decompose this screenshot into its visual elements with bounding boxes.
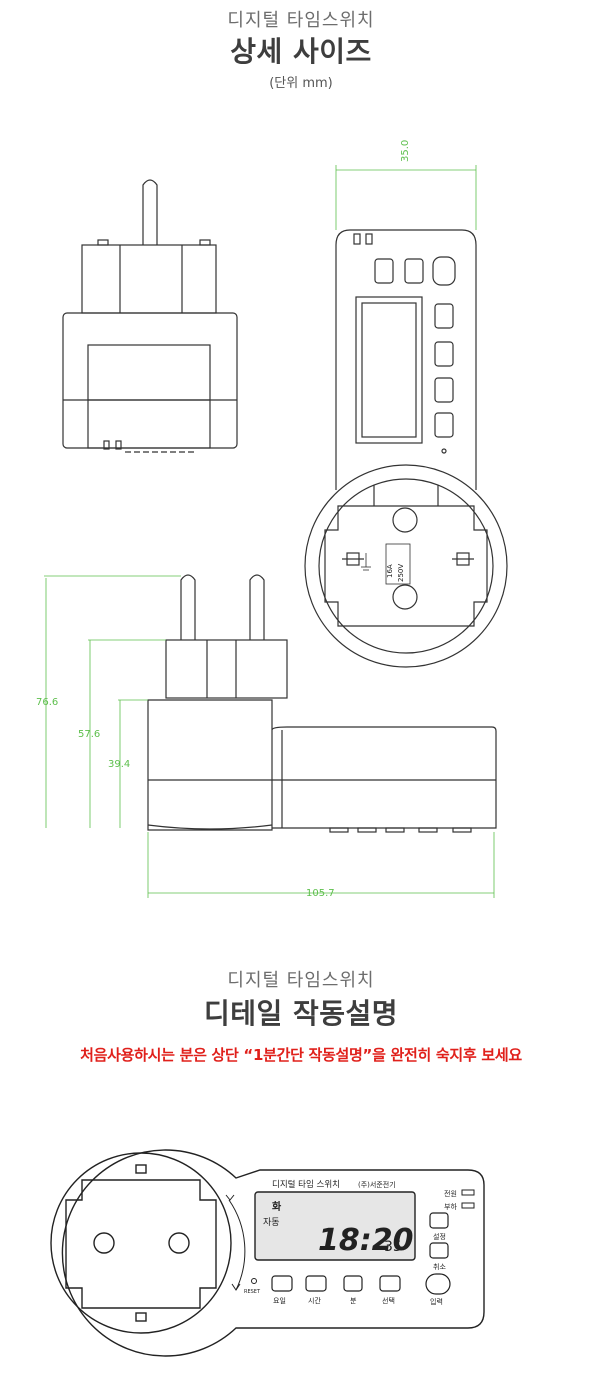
led-load-label: 부하 (444, 1202, 457, 1211)
cancel-label: 취소 (433, 1263, 446, 1271)
minute-button[interactable] (343, 1275, 363, 1292)
section2-subtitle: 디지털 타임스위치 (227, 970, 375, 991)
brand-label: 디지털 타임 스위치 (272, 1179, 340, 1190)
section1-title: 상세 사이즈 (230, 35, 372, 68)
lcd-seconds: 35 (384, 1239, 402, 1255)
device-body (61, 1149, 485, 1357)
set-button[interactable] (429, 1212, 449, 1229)
minute-label: 분 (350, 1297, 357, 1305)
socket-hole-left (93, 1232, 115, 1254)
socket-ring (50, 1152, 232, 1334)
cancel-button[interactable] (429, 1242, 449, 1259)
lcd-display (254, 1191, 416, 1261)
section2-title: 디테일 작동설명 (203, 997, 399, 1030)
socket-hole-right (168, 1232, 190, 1254)
lcd-mode: 자동 (263, 1217, 280, 1228)
dimension-drawing: 16A 250V 35.0 76.6 57.6 39.4 105.7 (36, 140, 508, 899)
unit-label: (단위 mm) (269, 76, 333, 91)
input-label: 입력 (430, 1298, 443, 1306)
day-button[interactable] (271, 1275, 293, 1292)
day-label: 요일 (273, 1296, 286, 1305)
warning-text: 처음사용하시는 분은 상단 “1분간단 작동설명”을 완전히 숙지후 보세요 (80, 1046, 522, 1064)
hour-button[interactable] (305, 1275, 327, 1292)
lcd-day: 화 (272, 1201, 282, 1213)
reset-button[interactable] (251, 1278, 257, 1284)
timer-side-view (147, 574, 497, 833)
timer-top-view (304, 229, 508, 668)
lcd-time: 18:20 (318, 1223, 414, 1258)
input-button[interactable] (425, 1273, 451, 1295)
led-power-indicator (461, 1189, 475, 1196)
dim-h2: 57.6 (78, 729, 100, 740)
socket-face (65, 1179, 217, 1309)
reset-label: RESET (244, 1289, 261, 1295)
dim-h1: 76.6 (36, 697, 58, 708)
socket-current-label: 16A (386, 564, 394, 578)
dim-h3: 39.4 (108, 759, 130, 770)
plug-front-view (62, 179, 238, 453)
select-button[interactable] (379, 1275, 401, 1292)
maker-label: (주)서준전기 (358, 1180, 396, 1189)
section1-subtitle: 디지털 타임스위치 (227, 10, 375, 31)
socket-voltage-label: 250V (397, 564, 405, 582)
timer-front-illustration: 디지털 타임 스위치 (주)서준전기 화 자동 18:20 35 전원 부하 설… (50, 1149, 485, 1357)
hour-label: 시간 (308, 1296, 321, 1305)
led-power-label: 전원 (444, 1189, 457, 1198)
set-label: 설정 (433, 1232, 446, 1241)
select-label: 선택 (382, 1296, 395, 1305)
dim-width-top: 35.0 (400, 140, 411, 162)
dim-length: 105.7 (306, 888, 335, 899)
led-load-indicator (461, 1202, 475, 1209)
